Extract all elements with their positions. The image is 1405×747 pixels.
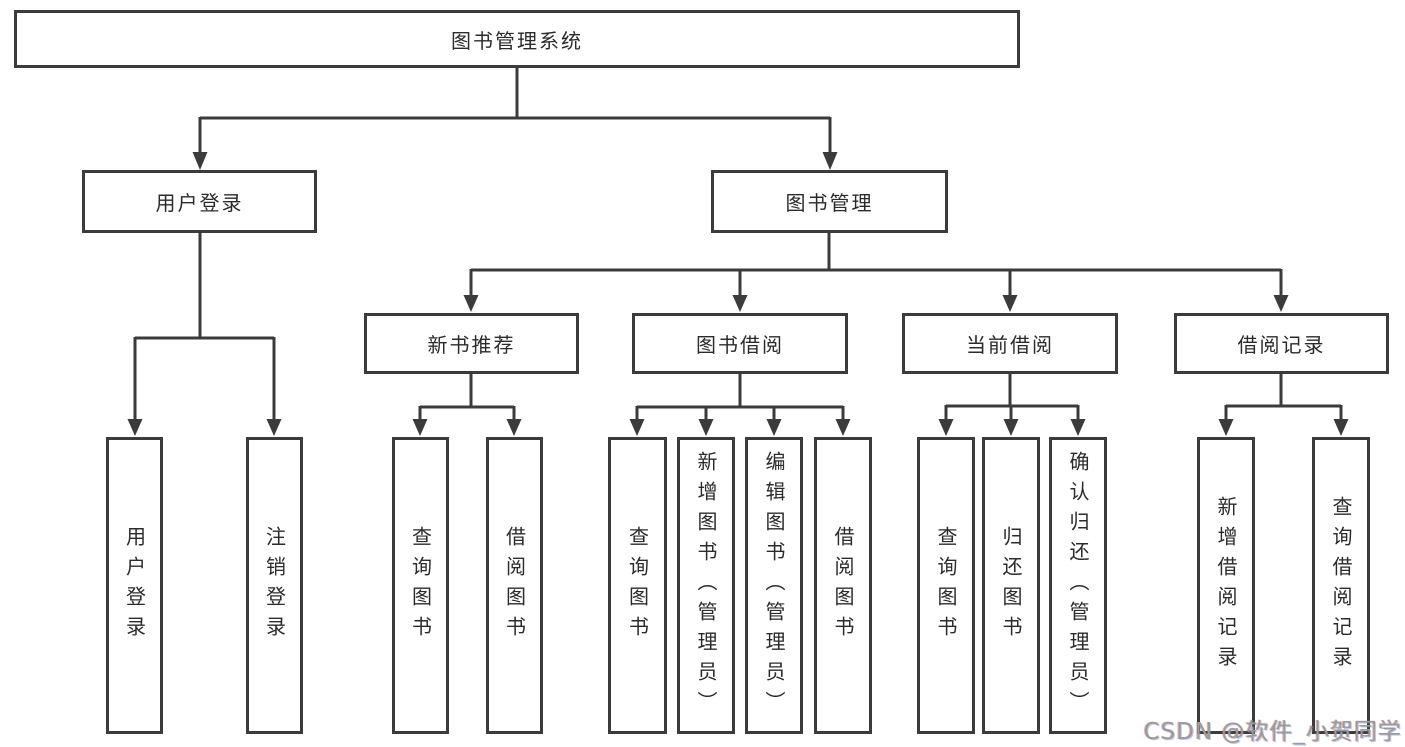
node-book-borrow: 图书借阅 <box>632 313 848 374</box>
leaf-borrow-books-label: 借阅图书 <box>831 525 855 646</box>
leaf-add-borrow-record-label: 新增借阅记录 <box>1214 495 1238 676</box>
node-user-login-label: 用户登录 <box>155 191 244 215</box>
leaf-logout-label: 注销登录 <box>262 525 287 646</box>
leaf-add-books-admin-label: 新增图书（管理员） <box>694 450 718 721</box>
leaf-confirm-return-admin: 确认归还（管理员） <box>1049 437 1107 734</box>
leaf-edit-books-admin-label: 编辑图书（管理员） <box>762 450 786 721</box>
node-borrow-records-label: 借阅记录 <box>1237 333 1326 357</box>
leaf-query-borrow-record-label: 查询借阅记录 <box>1329 495 1353 676</box>
node-book-borrow-label: 图书借阅 <box>696 333 784 357</box>
leaf-add-borrow-record: 新增借阅记录 <box>1197 437 1255 734</box>
leaf-borrow-books-recommend: 借阅图书 <box>486 437 543 734</box>
leaf-query-books-recommend: 查询图书 <box>392 437 449 734</box>
leaf-add-books-admin: 新增图书（管理员） <box>677 437 735 734</box>
leaf-return-books-label: 归还图书 <box>999 525 1023 646</box>
node-user-login: 用户登录 <box>82 170 317 233</box>
leaf-borrow-books-recommend-label: 借阅图书 <box>502 525 527 646</box>
leaf-query-books-borrow: 查询图书 <box>608 437 667 734</box>
node-book-management-label: 图书管理 <box>785 191 874 215</box>
leaf-query-books-recommend-label: 查询图书 <box>408 525 433 646</box>
node-borrow-records: 借阅记录 <box>1174 313 1389 374</box>
leaf-edit-books-admin: 编辑图书（管理员） <box>745 437 803 734</box>
node-current-borrow-label: 当前借阅 <box>966 333 1054 357</box>
leaf-confirm-return-admin-label: 确认归还（管理员） <box>1066 450 1090 721</box>
node-book-management: 图书管理 <box>711 170 948 233</box>
leaf-borrow-books: 借阅图书 <box>814 437 872 734</box>
node-new-book-recommend: 新书推荐 <box>364 313 579 374</box>
node-new-book-recommend-label: 新书推荐 <box>427 333 516 357</box>
leaf-query-borrow-record: 查询借阅记录 <box>1312 437 1370 734</box>
node-current-borrow: 当前借阅 <box>902 313 1118 374</box>
leaf-query-books-borrow-label: 查询图书 <box>625 525 650 646</box>
leaf-user-login-label: 用户登录 <box>122 525 147 646</box>
csdn-watermark: CSDN @软件_小贺同学 <box>1143 719 1402 745</box>
leaf-query-books-current: 查询图书 <box>917 437 975 734</box>
leaf-query-books-current-label: 查询图书 <box>934 525 958 646</box>
leaf-user-login: 用户登录 <box>106 437 163 734</box>
node-root-library-system: 图书管理系统 <box>14 10 1020 68</box>
node-root-label: 图书管理系统 <box>451 28 583 53</box>
leaf-logout: 注销登录 <box>246 437 303 734</box>
leaf-return-books: 归还图书 <box>982 437 1040 734</box>
